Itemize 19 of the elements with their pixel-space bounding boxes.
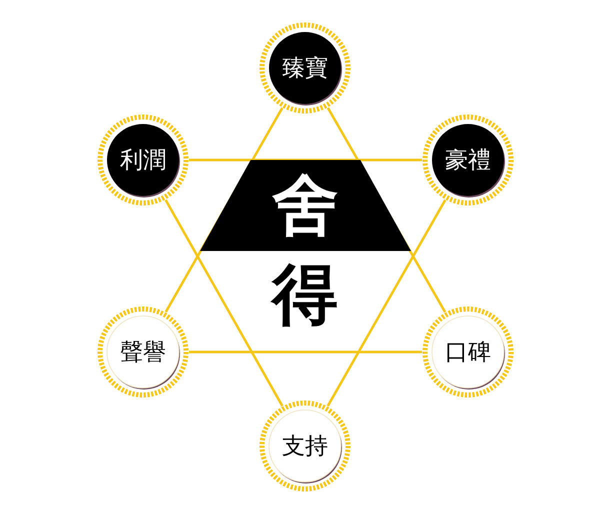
node-label: 豪禮 <box>444 146 492 176</box>
connector-line <box>164 199 284 407</box>
circle-node <box>259 400 351 492</box>
node-label: 聲譽 <box>119 338 167 368</box>
connector-line <box>189 350 422 354</box>
node-label: 利潤 <box>119 146 167 176</box>
connector-line <box>326 199 446 407</box>
circle-node <box>259 22 351 114</box>
circle-node <box>97 306 189 398</box>
circle-node <box>422 306 514 398</box>
center-character: 舍 <box>271 172 340 238</box>
node-label: 臻寶 <box>281 54 329 84</box>
trapezoid-node <box>200 160 411 251</box>
connector-line <box>189 158 422 162</box>
node-label: 支持 <box>281 432 329 462</box>
circle-node <box>97 114 189 206</box>
node-label: 口碑 <box>444 338 492 368</box>
circle-node <box>422 114 514 206</box>
center-character: 得 <box>272 262 338 328</box>
